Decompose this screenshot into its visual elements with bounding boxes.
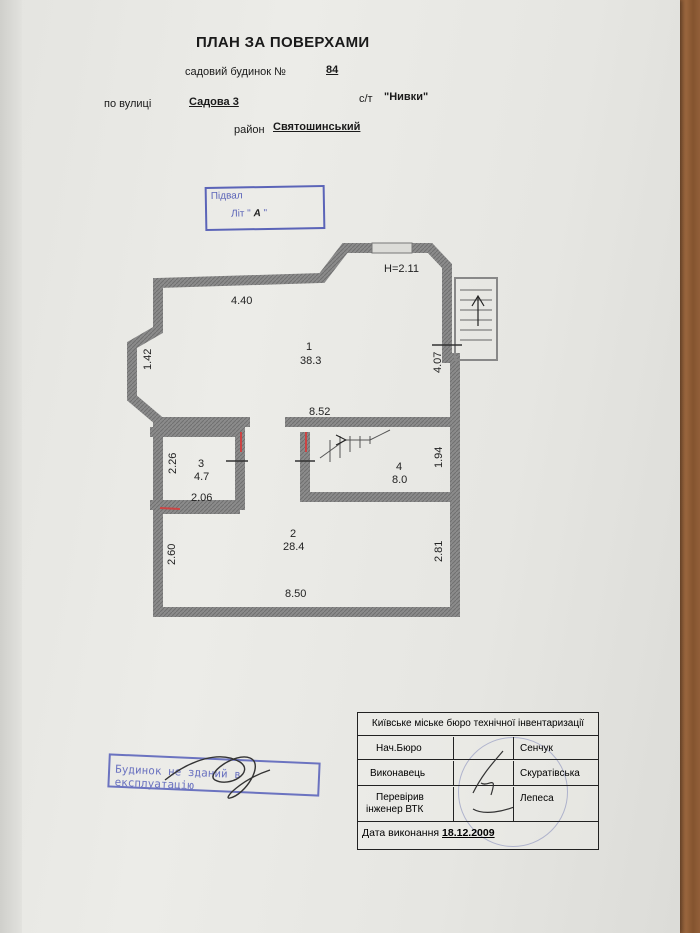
district-label: район [234,124,265,136]
red-mark-1 [159,507,181,510]
date-value: 18.12.2009 [442,827,495,839]
room4-area: 8.0 [392,474,407,486]
bureau-title-block: Київське міське бюро технічної інвентари… [357,712,599,850]
dim-bottom: 8.50 [285,588,306,600]
role-inspector-line2: інженер ВТК [366,804,424,815]
row-chief: Нач.Бюро Сенчук [358,737,598,760]
bureau-header: Київське міське бюро технічної інвентари… [358,713,598,736]
house-label: садовий будинок № [185,66,286,78]
sheet-edge [0,0,22,933]
row-inspector: Перевірив інженер ВТК Лепеса [358,787,598,822]
dim-r3-width: 2.06 [191,492,212,504]
date-label: Дата виконання [362,827,440,839]
room2-number: 2 [290,528,296,540]
document-sheet: ПЛАН ЗА ПОВЕРХАМИ садовий будинок № 84 п… [0,0,680,933]
outside-stairs [454,277,498,361]
coop-value: "Нивки" [384,91,429,103]
outer-wall [127,243,460,617]
stairs-arrow [471,294,485,326]
dim-left-lower: 2.60 [166,544,178,565]
completion-date: Дата виконання 18.12.2009 [362,827,495,839]
role-inspector: Перевірив інженер ВТК [366,787,424,821]
room4-number: 4 [396,461,402,473]
dim-r4-height: 1.94 [433,447,445,468]
floor-plan: H=2.11 4.40 1.42 4.07 1 38.3 8.52 2.26 3… [127,242,498,617]
room3-area: 4.7 [194,471,209,483]
inner-stairs [319,429,391,462]
house-number: 84 [326,64,339,76]
dim-right-upper: 4.07 [432,352,444,373]
role-inspector-line1: Перевірив [376,792,424,803]
stair-steps [460,289,492,341]
role-executor: Виконавець [370,767,426,779]
room1-number: 1 [306,341,312,353]
dim-left-upper: 1.42 [142,349,154,370]
window-top [371,242,413,254]
room4-walls [300,432,455,502]
row-executor: Виконавець Скуратівська [358,761,598,786]
name-inspector: Лепеса [520,793,554,804]
role-chief: Нач.Бюро [376,742,422,754]
street-value: Садова 3 [189,96,239,108]
height-note: H=2.11 [384,263,419,275]
inner-stairs-arrow [335,434,348,446]
dim-r3-height: 2.26 [167,453,179,474]
room1-area: 38.3 [300,355,321,367]
district-value: Святошинський [273,121,361,133]
room2-area: 28.4 [283,541,304,553]
name-executor: Скуратівська [520,767,580,779]
street-label: по вулиці [104,98,152,110]
coop-label: с/т [359,93,373,105]
dim-middle: 8.52 [309,406,330,418]
dim-right-lower: 2.81 [433,541,445,562]
dim-top-left: 4.40 [231,295,252,307]
executor-signature [472,750,513,813]
room3-number: 3 [198,458,204,470]
document-title: ПЛАН ЗА ПОВЕРХАМИ [196,34,370,51]
signature-scribble [164,756,271,799]
name-chief: Сенчук [520,742,553,754]
